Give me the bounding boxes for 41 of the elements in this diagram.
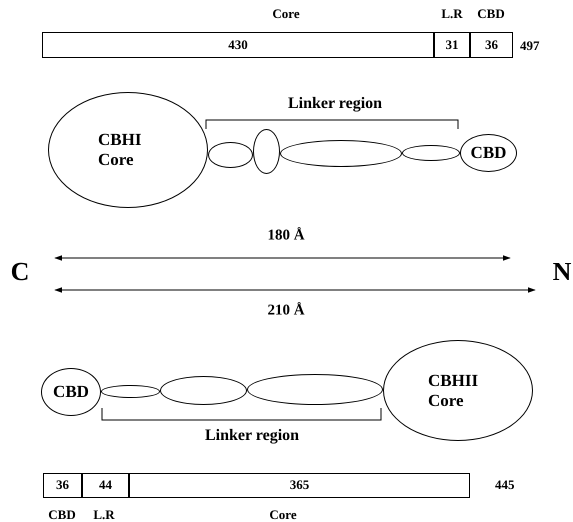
domain-ellipse <box>253 129 280 174</box>
domain-ellipse <box>48 92 208 208</box>
sequence-segment <box>129 473 470 498</box>
segment-label: Core <box>269 507 297 522</box>
segment-label: L.R <box>441 6 463 22</box>
domain-ellipse <box>247 374 383 405</box>
domain-label: CBHI Core <box>98 130 142 170</box>
segment-label: L.R <box>93 507 115 522</box>
domain-ellipse <box>460 134 517 172</box>
sequence-segment <box>43 473 82 498</box>
dimension-label: 180 Å <box>267 228 305 244</box>
domain-ellipse <box>41 368 101 416</box>
residue-count: 36 <box>56 478 69 493</box>
segment-label: CBD <box>48 507 76 522</box>
sequence-segment <box>434 32 470 58</box>
residue-count: 365 <box>290 478 310 493</box>
domain-ellipse <box>383 340 533 441</box>
residue-count: 430 <box>228 38 248 52</box>
residue-count: 36 <box>485 38 498 52</box>
residue-count: 31 <box>446 38 458 52</box>
domain-label: CBHII Core <box>428 370 480 410</box>
region-label: Linker region <box>288 95 382 113</box>
domain-ellipse <box>280 140 402 167</box>
domain-ellipse <box>402 145 460 161</box>
domain-ellipse <box>160 376 247 405</box>
region-label: Linker region <box>204 427 300 445</box>
dimension-label: 210 Å <box>267 302 305 320</box>
domain-ellipse <box>101 385 160 398</box>
sequence-segment <box>470 32 513 58</box>
domain-ellipse <box>208 142 253 168</box>
domain-label: CBD <box>53 382 89 402</box>
sequence-segment <box>42 32 434 58</box>
residue-count: 44 <box>99 478 112 493</box>
length-label: 497 <box>520 38 540 54</box>
terminus-label: C <box>10 257 30 287</box>
segment-label: Core <box>272 6 300 22</box>
segment-label: CBD <box>477 6 505 22</box>
terminus-label: N <box>552 257 572 287</box>
sequence-segment <box>82 473 129 498</box>
domain-label: CBD <box>470 143 506 163</box>
length-label: 445 <box>495 477 514 493</box>
